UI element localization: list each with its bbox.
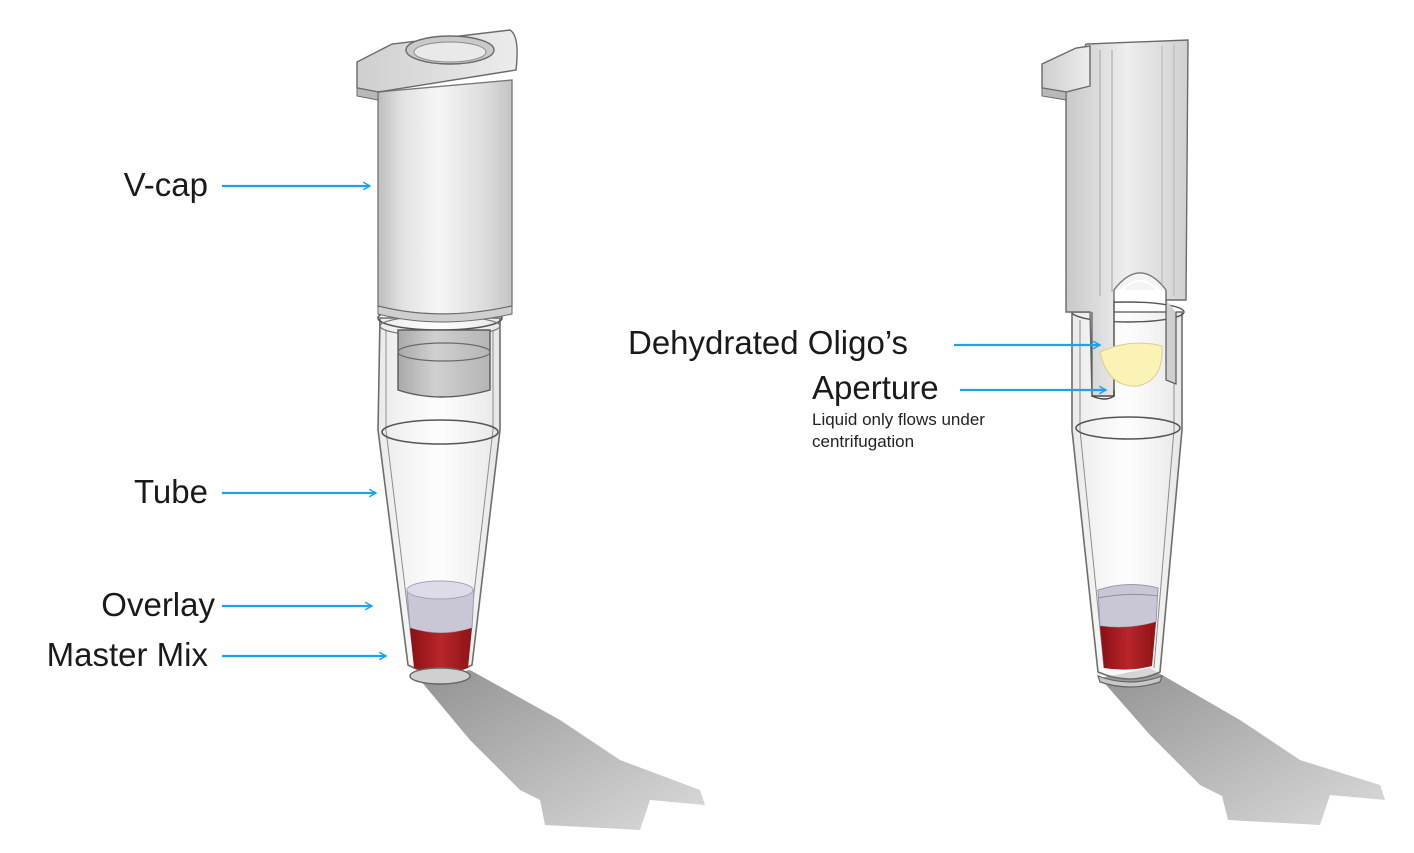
aperture-note-line1: Liquid only flows under — [812, 410, 985, 429]
right-master-mix-layer — [1100, 622, 1156, 670]
aperture-label: Aperture — [812, 369, 939, 406]
left-vcap — [377, 79, 513, 315]
left-tube — [356, 29, 705, 830]
overlay-label: Overlay — [101, 586, 215, 623]
aperture-note-line2: centrifugation — [812, 432, 915, 451]
left-inner-plug — [397, 329, 491, 398]
vcap-label: V-cap — [123, 166, 208, 203]
dehydrated-oligos-pellet — [1099, 342, 1163, 387]
left-tube-rim-ring — [381, 419, 499, 445]
right-overlay-layer — [1097, 584, 1159, 628]
master-mix-label: Master Mix — [46, 636, 208, 673]
left-master-mix-layer — [410, 628, 472, 672]
right-tube-section — [1041, 39, 1385, 825]
right-vcap-tab — [1041, 45, 1091, 93]
tube-label: Tube — [134, 473, 208, 510]
left-tube-shadow — [420, 670, 705, 830]
dehydrated-oligos-label: Dehydrated Oligo’s — [628, 324, 909, 361]
aperture-opening — [1091, 390, 1115, 400]
right-tube-shadow — [1100, 668, 1385, 825]
callout-arrows — [222, 186, 1106, 656]
